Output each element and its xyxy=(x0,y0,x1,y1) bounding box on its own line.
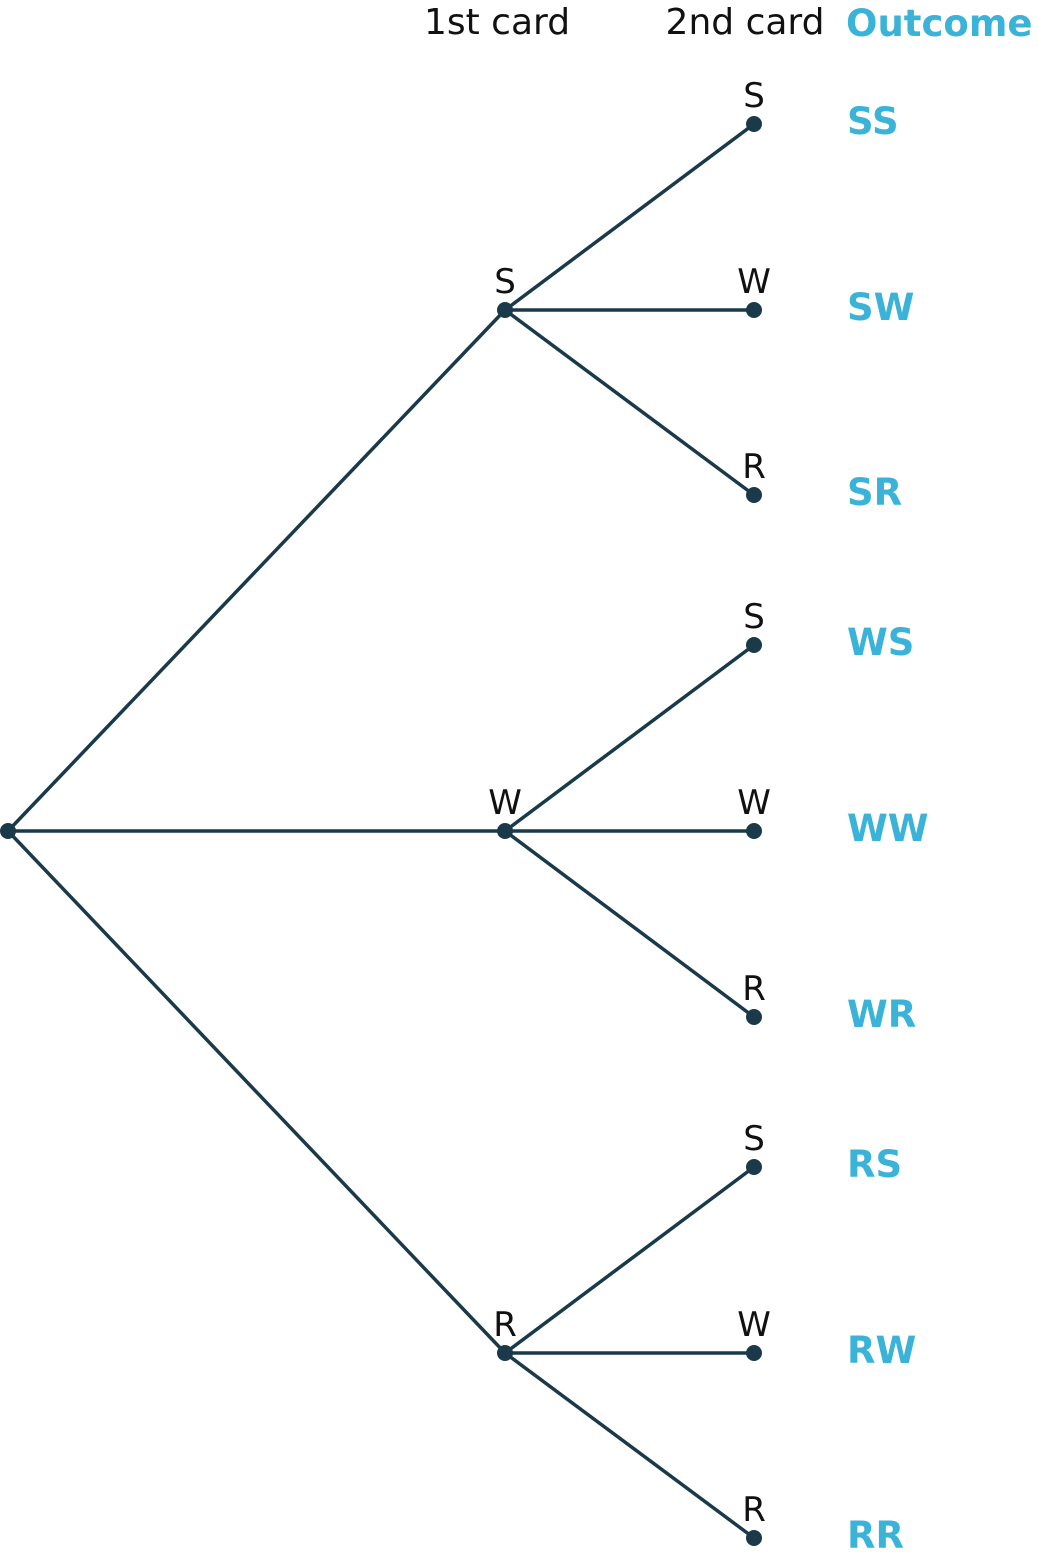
outcome-wr: WR xyxy=(847,993,916,1036)
edge-r-to-s xyxy=(503,1165,756,1355)
outcome-sr: SR xyxy=(847,471,902,514)
second-card-label-rw: W xyxy=(737,1305,771,1345)
edge-root-to-s xyxy=(6,308,507,833)
second-card-node-rw xyxy=(746,1345,762,1361)
first-card-node-r xyxy=(497,1345,513,1361)
tree-nodes xyxy=(0,116,762,1546)
outcome-sw: SW xyxy=(847,286,914,329)
first-card-node-w xyxy=(497,823,513,839)
second-card-label-wr: R xyxy=(742,969,766,1009)
edge-r-to-r xyxy=(503,1351,756,1540)
edge-root-to-r xyxy=(6,829,507,1355)
root-node xyxy=(0,823,16,839)
second-card-label-sr: R xyxy=(742,447,766,487)
outcome-rw: RW xyxy=(847,1329,916,1372)
second-card-node-sw xyxy=(746,302,762,318)
outcome-ws: WS xyxy=(847,621,914,664)
first-card-label-w: W xyxy=(488,783,522,823)
second-card-node-rs xyxy=(746,1159,762,1175)
edge-s-to-r xyxy=(503,308,756,497)
second-card-node-sr xyxy=(746,487,762,503)
second-card-label-rr: R xyxy=(742,1490,766,1530)
header-second-card: 2nd card xyxy=(666,2,825,43)
outcome-ww: WW xyxy=(847,807,929,850)
second-card-node-rr xyxy=(746,1530,762,1546)
first-card-label-s: S xyxy=(494,262,516,302)
first-card-label-r: R xyxy=(493,1305,517,1345)
outcome-rs: RS xyxy=(847,1143,902,1186)
second-card-node-wr xyxy=(746,1009,762,1025)
header-first-card: 1st card xyxy=(424,2,570,43)
second-card-node-ww xyxy=(746,823,762,839)
outcome-ss: SS xyxy=(847,100,899,143)
outcome-rr: RR xyxy=(847,1514,904,1557)
second-card-label-ws: S xyxy=(743,597,765,637)
second-card-label-rs: S xyxy=(743,1119,765,1159)
second-card-label-sw: W xyxy=(737,262,771,302)
second-card-label-ww: W xyxy=(737,783,771,823)
edge-s-to-s xyxy=(503,122,756,312)
edge-w-to-s xyxy=(503,643,756,833)
second-card-label-ss: S xyxy=(743,76,765,116)
second-card-node-ws xyxy=(746,637,762,653)
second-card-node-ss xyxy=(746,116,762,132)
tree-edges xyxy=(6,122,756,1540)
header-outcome: Outcome xyxy=(846,2,1032,45)
edge-w-to-r xyxy=(503,829,756,1019)
first-card-node-s xyxy=(497,302,513,318)
